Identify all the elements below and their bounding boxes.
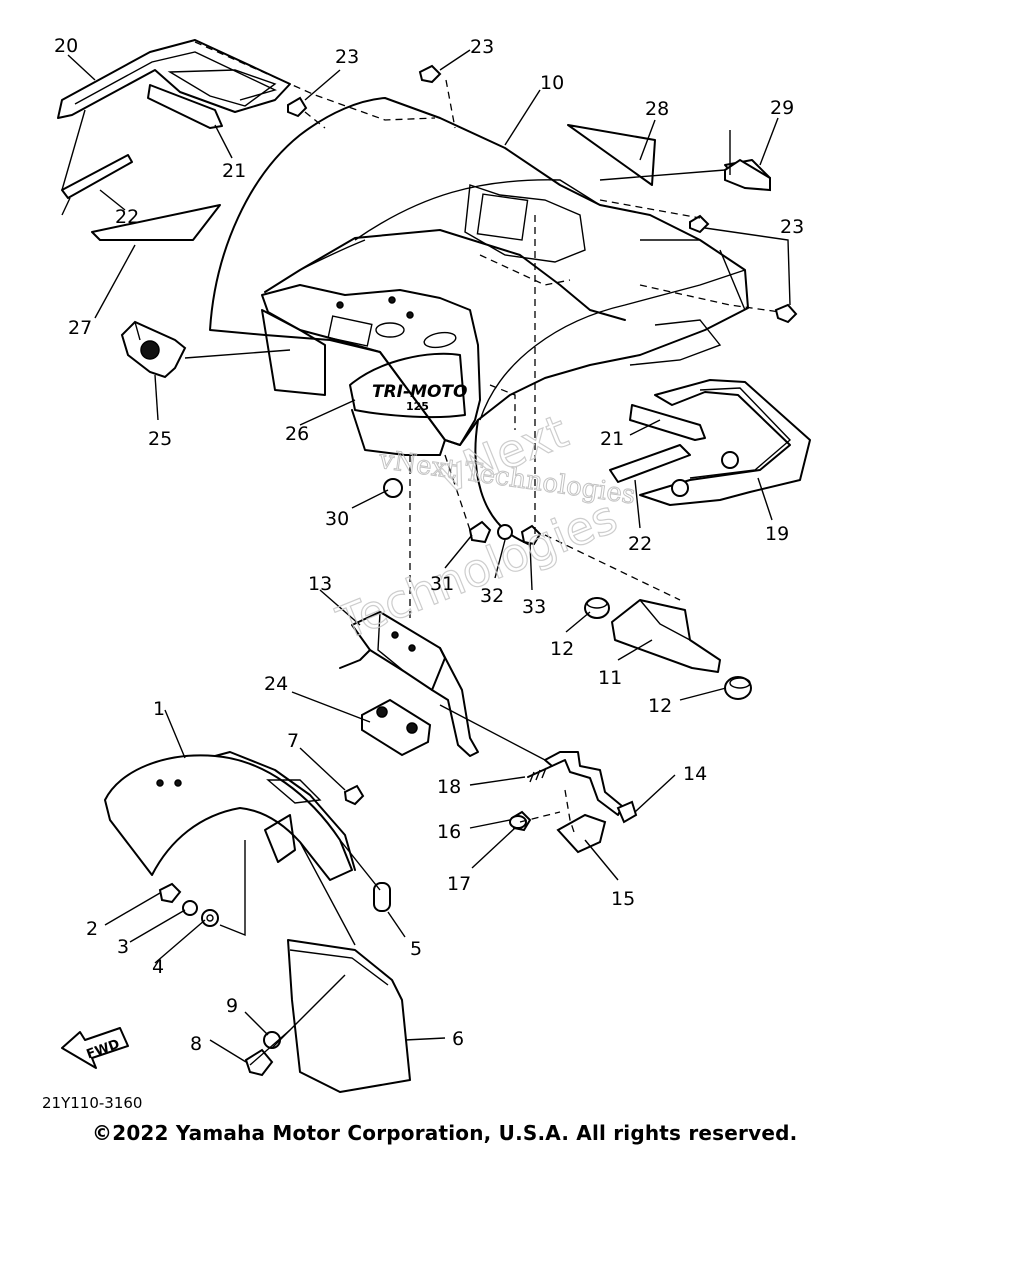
nut-4 <box>201 909 219 927</box>
label-18: 18 <box>437 776 461 798</box>
part-labels: 20 23 23 10 28 29 21 22 23 27 25 26 21 2… <box>54 35 804 1055</box>
bracket-22-left <box>61 154 133 199</box>
bolt-30 <box>383 478 403 498</box>
decal-model-text: 125 <box>406 400 429 413</box>
label-19: 19 <box>765 523 789 545</box>
decal-27 <box>91 204 221 241</box>
stay-11 <box>611 599 721 673</box>
label-4: 4 <box>152 956 164 978</box>
label-23-b: 23 <box>470 36 494 58</box>
label-17: 17 <box>447 873 471 895</box>
fender-front-panel <box>261 284 481 446</box>
label-26: 26 <box>285 423 309 445</box>
bracket-15 <box>556 813 607 854</box>
bolt-8 <box>244 1048 274 1077</box>
bolt-23-c <box>689 214 798 324</box>
label-12-a: 12 <box>550 638 574 660</box>
label-6: 6 <box>452 1028 464 1050</box>
label-3: 3 <box>117 936 129 958</box>
label-33: 33 <box>522 596 546 618</box>
label-27: 27 <box>68 317 92 339</box>
label-7: 7 <box>287 730 299 752</box>
bolt-2 <box>158 882 182 904</box>
label-32: 32 <box>480 585 504 607</box>
label-22-b: 22 <box>628 533 652 555</box>
label-2: 2 <box>86 918 98 940</box>
decal-26: TRI-MOTO 125 <box>349 352 467 419</box>
label-21-a: 21 <box>222 160 246 182</box>
label-31: 31 <box>430 573 454 595</box>
decal-29-body <box>724 158 771 192</box>
mudflap-6 <box>287 939 411 1093</box>
rear-fender-10 <box>209 97 749 546</box>
spring-coil <box>529 767 547 783</box>
label-12-b: 12 <box>648 695 672 717</box>
nut-31 <box>468 520 492 544</box>
guide-lines <box>61 41 781 1066</box>
label-9: 9 <box>226 995 238 1017</box>
damper-24 <box>361 698 432 757</box>
collar-12-a <box>584 597 610 619</box>
copyright-notice: ©2022 Yamaha Motor Corporation, U.S.A. A… <box>92 1121 797 1145</box>
stay-14 <box>544 751 623 816</box>
label-23-c: 23 <box>780 216 804 238</box>
label-8: 8 <box>190 1033 202 1055</box>
label-11: 11 <box>598 667 622 689</box>
label-16: 16 <box>437 821 461 843</box>
label-22-a: 22 <box>115 206 139 228</box>
watermark-line2b: Technologies <box>329 489 624 650</box>
front-fender-1 <box>104 751 356 881</box>
drawing-number: 21Y110-3160 <box>42 1094 142 1112</box>
label-23-a: 23 <box>335 46 359 68</box>
reflector-25 <box>120 320 187 379</box>
label-29: 29 <box>770 97 794 119</box>
label-10: 10 <box>540 72 564 94</box>
carrier-20 <box>57 39 291 129</box>
label-28: 28 <box>645 98 669 120</box>
side-panel <box>261 309 326 396</box>
label-30: 30 <box>325 508 349 530</box>
bolt-23-a <box>287 96 308 118</box>
label-13: 13 <box>308 573 332 595</box>
label-21-b: 21 <box>600 428 624 450</box>
clip-5 <box>373 882 391 912</box>
label-20: 20 <box>54 35 78 57</box>
fwd-text: FWD <box>85 1037 122 1063</box>
washer-3 <box>182 900 198 916</box>
label-15: 15 <box>611 888 635 910</box>
collar-12-b <box>724 676 752 700</box>
stay-14-tab <box>616 800 638 824</box>
label-5: 5 <box>410 938 422 960</box>
carrier-19 <box>609 379 811 506</box>
decal-brand-text: TRI-MOTO <box>372 382 467 402</box>
bolt-23-b <box>418 64 442 84</box>
nut-4-hole <box>206 914 214 922</box>
leader-lines <box>67 49 791 1063</box>
washer-17 <box>509 815 527 829</box>
label-24: 24 <box>264 673 288 695</box>
bolt-7 <box>343 784 365 806</box>
label-1: 1 <box>153 698 165 720</box>
washer-32 <box>497 524 513 540</box>
stay-13 <box>339 611 479 757</box>
label-14: 14 <box>683 763 707 785</box>
label-25: 25 <box>148 428 172 450</box>
fwd-arrow: FWD <box>61 1027 129 1069</box>
decal-28 <box>567 124 656 186</box>
